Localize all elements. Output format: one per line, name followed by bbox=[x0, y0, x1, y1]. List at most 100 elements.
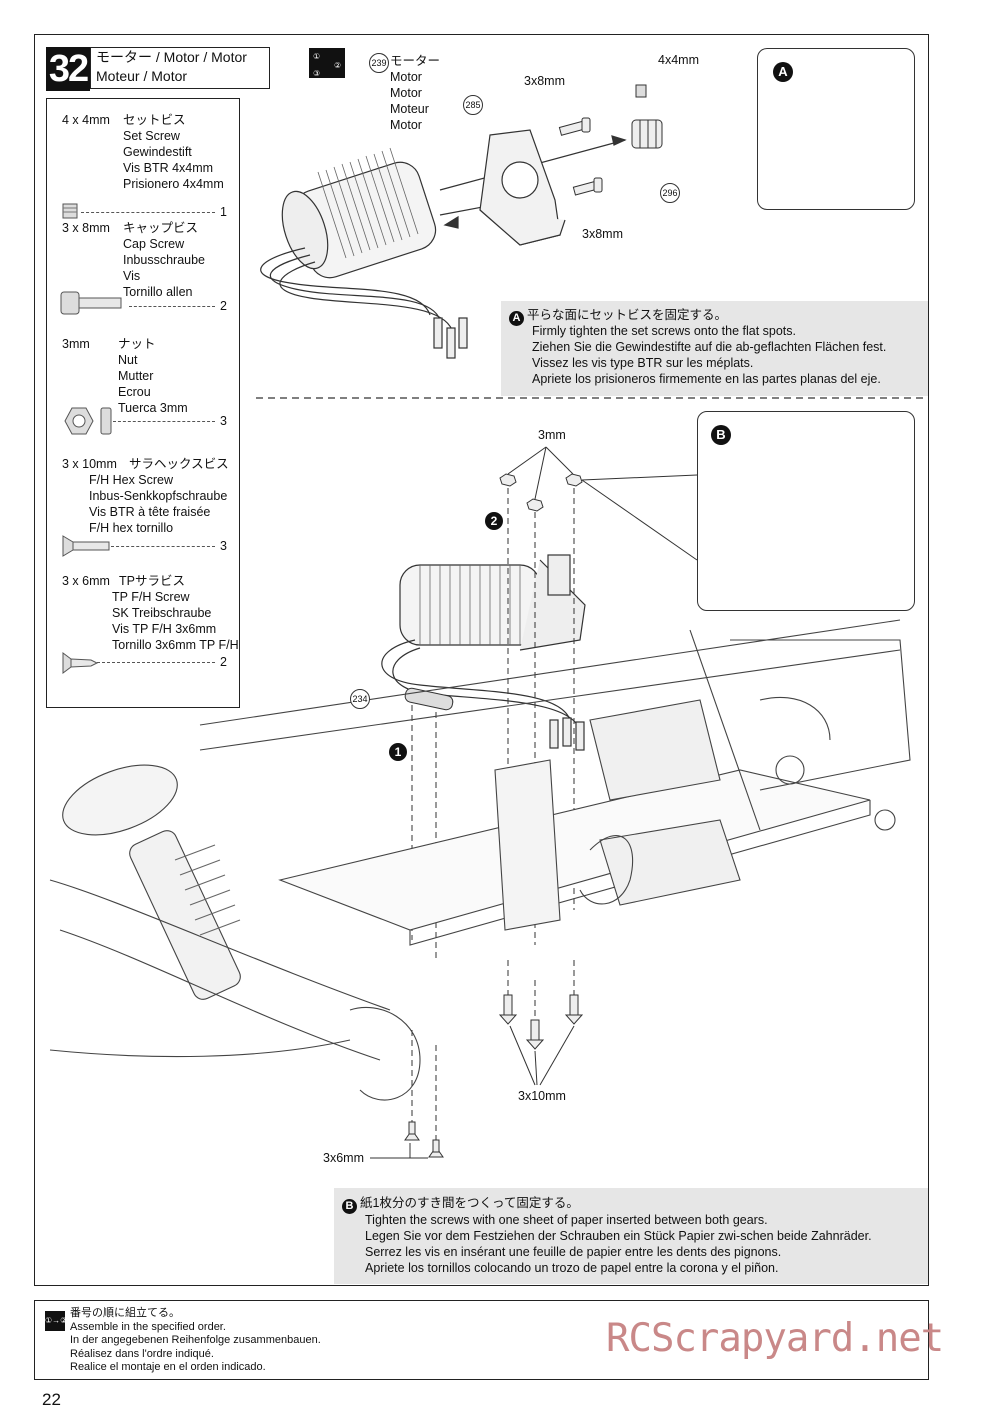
footer-jp: 番号の順に組立てる。 bbox=[70, 1307, 180, 1319]
part-name-fr: Vis TP F/H 3x6mm bbox=[112, 622, 217, 636]
note-a-jp: 平らな面にセットビスを固定する。 bbox=[527, 308, 728, 322]
screw-3x8-bottom bbox=[572, 177, 603, 196]
part-name-en: Cap Screw bbox=[123, 237, 185, 251]
footer-note: ①→② 番号の順に組立てる。 Assemble in the specified… bbox=[34, 1300, 929, 1380]
set-screw-icon bbox=[62, 203, 78, 219]
part-name-fr: Vis bbox=[123, 269, 141, 283]
callout-spacer: 234 bbox=[350, 689, 370, 709]
part-name-en: Nut bbox=[118, 353, 138, 367]
label-3x6: 3x6mm bbox=[323, 1151, 364, 1165]
svg-text:②: ② bbox=[334, 61, 341, 70]
page-number: 22 bbox=[42, 1390, 61, 1409]
watermark: RCScrapyard.net bbox=[606, 1316, 944, 1361]
part-count: 3 bbox=[220, 414, 227, 428]
motor-drawing-middle bbox=[381, 554, 586, 751]
callout-mount: 285 bbox=[463, 95, 483, 115]
note-b-fr: Serrez les vis en insérant une feuille d… bbox=[365, 1245, 782, 1259]
part-name-de: Inbus-Senkkopfschraube bbox=[89, 489, 228, 503]
part-name-es: Tornillo allen bbox=[123, 285, 193, 299]
part-name-es: Tornillo 3x6mm TP F/H bbox=[112, 638, 239, 652]
sequence-order-icon: ①→② bbox=[45, 1311, 67, 1331]
step-title-line1: モーター / Motor / Motor bbox=[96, 49, 247, 65]
part-name-jp: セットビス bbox=[123, 113, 186, 127]
footer-en: Assemble in the specified order. bbox=[70, 1320, 226, 1333]
part-name-fr: Vis BTR à tête fraisée bbox=[89, 505, 211, 519]
nut-icon bbox=[64, 407, 112, 435]
motor-label-fr: Moteur bbox=[390, 102, 429, 116]
part-name-de: SK Treibschraube bbox=[112, 606, 212, 620]
note-b-badge: B bbox=[342, 1199, 357, 1214]
motor-label-jp: モーター bbox=[390, 54, 441, 68]
part-name-de: Inbusschraube bbox=[123, 253, 206, 267]
note-b-de: Legen Sie vor dem Festziehen der Schraub… bbox=[365, 1229, 872, 1243]
part-size: 4 x 4mm bbox=[62, 113, 110, 127]
part-size: 3 x 10mm bbox=[62, 457, 117, 471]
note-a-es: Apriete los prisioneros firmemente en la… bbox=[532, 372, 881, 386]
detail-a-badge: A bbox=[773, 62, 793, 82]
sequence-icon: ① ② ③ bbox=[309, 48, 345, 78]
part-name-es: Tuerca 3mm bbox=[118, 401, 188, 415]
footer-es: Realice el montaje en el orden indicado. bbox=[70, 1361, 266, 1373]
footer-de: In der angegebenen Reihenfolge zusammenb… bbox=[70, 1334, 321, 1346]
detail-b-box bbox=[697, 411, 915, 611]
step-title-line2: Moteur / Motor bbox=[96, 68, 188, 84]
part-count: 2 bbox=[220, 655, 227, 669]
motor-mount-top bbox=[479, 129, 566, 246]
part-name-es: Prisionero 4x4mm bbox=[123, 177, 224, 191]
part-size: 3mm bbox=[62, 337, 90, 351]
part-name-jp: TPサラビス bbox=[119, 574, 185, 588]
parts-list: 4 x 4mm セットビス Set Screw Gewindestift Vis… bbox=[46, 98, 240, 708]
part-count: 2 bbox=[220, 299, 227, 313]
note-b-en: Tighten the screws with one sheet of pap… bbox=[365, 1213, 768, 1227]
cap-screw-icon bbox=[60, 291, 122, 315]
step-frame bbox=[34, 34, 929, 1286]
part-name-fr: Vis BTR 4x4mm bbox=[123, 161, 214, 175]
step-title: モーター / Motor / Motor Moteur / Motor bbox=[90, 47, 270, 89]
note-a-de: Ziehen Sie die Gewindestifte auf die ab-… bbox=[532, 340, 887, 354]
sequence-1-badge: 1 bbox=[389, 743, 407, 761]
tp-screw-icon bbox=[62, 652, 99, 674]
motor-label-de: Motor bbox=[390, 86, 422, 100]
part-name-en: Set Screw bbox=[123, 129, 180, 143]
svg-text:①: ① bbox=[313, 52, 320, 61]
part-name-jp: キャップビス bbox=[123, 221, 199, 235]
label-nut: 3mm bbox=[538, 428, 566, 442]
label-3x8-top: 3x8mm bbox=[524, 74, 565, 88]
detail-b-leader bbox=[581, 474, 698, 561]
note-a-en: Firmly tighten the set screws onto the f… bbox=[532, 324, 797, 338]
part-name-fr: Ecrou bbox=[118, 385, 151, 399]
label-3x10: 3x10mm bbox=[518, 1089, 566, 1103]
part-size: 3 x 8mm bbox=[62, 221, 110, 235]
part-count: 3 bbox=[220, 539, 227, 553]
part-name-de: Gewindestift bbox=[123, 145, 192, 159]
part-name-jp: サラヘックスビス bbox=[129, 457, 229, 471]
part-name-jp: ナット bbox=[118, 337, 156, 351]
note-b-jp: 紙1枚分のすき間をつくって固定する。 bbox=[360, 1196, 579, 1210]
part-size: 3 x 6mm bbox=[62, 574, 110, 588]
screw-3x8-top bbox=[558, 117, 591, 136]
label-3x8-bottom: 3x8mm bbox=[582, 227, 623, 241]
screws-3x10 bbox=[498, 994, 584, 1086]
motor-label: モーター Motor Motor Moteur Motor bbox=[390, 53, 440, 133]
footer-fr: Réalisez dans l'ordre indiqué. bbox=[70, 1347, 214, 1360]
flat-head-screw-icon bbox=[62, 535, 110, 557]
step-number: 32 bbox=[46, 47, 90, 91]
note-a-fr: Vissez les vis type BTR sur les méplats. bbox=[532, 356, 754, 370]
note-b-es: Apriete los tornillos colocando un trozo… bbox=[365, 1261, 779, 1275]
chassis-drawing bbox=[49, 619, 911, 1101]
part-name-es: F/H hex tornillo bbox=[89, 521, 174, 535]
sequence-2-badge: 2 bbox=[485, 512, 503, 530]
note-a-badge: A bbox=[509, 311, 524, 326]
motor-label-es: Motor bbox=[390, 118, 422, 132]
set-screw-top bbox=[635, 84, 647, 98]
svg-text:③: ③ bbox=[313, 69, 320, 78]
motor-label-en: Motor bbox=[390, 70, 422, 84]
pinion-gear-top bbox=[631, 119, 663, 149]
callout-pinion: 296 bbox=[660, 183, 680, 203]
part-name-en: TP F/H Screw bbox=[112, 590, 190, 604]
part-count: 1 bbox=[220, 205, 227, 219]
detail-b-badge: B bbox=[711, 425, 731, 445]
label-set-screw: 4x4mm bbox=[658, 53, 699, 67]
